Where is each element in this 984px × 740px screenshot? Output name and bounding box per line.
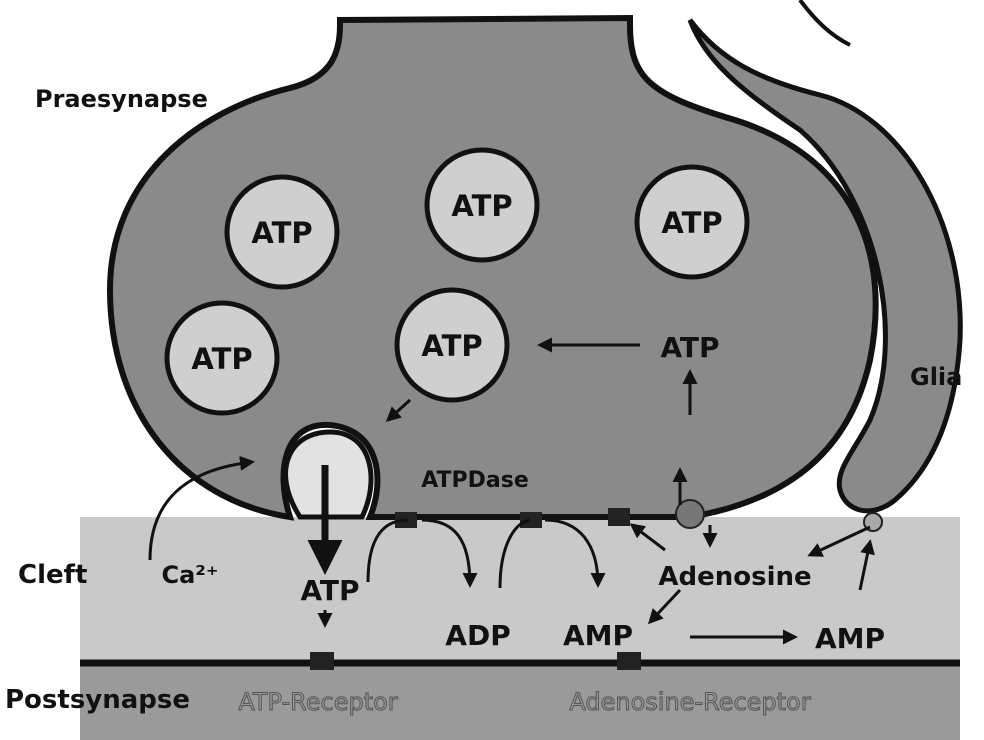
glia-label: Glia: [910, 363, 962, 391]
enzyme-label: ATPDase: [421, 468, 529, 493]
presynapse-label: Praesynapse: [35, 85, 208, 113]
transporter-marker: [608, 508, 630, 526]
atp-recycled-label: ATP: [660, 331, 719, 364]
calcium-label: Ca²⁺: [162, 561, 219, 589]
vesicle-label: ATP: [661, 206, 722, 240]
vesicle-label: ATP: [421, 329, 482, 363]
enzyme-marker: [520, 512, 542, 528]
postsynapse-label: Postsynapse: [5, 685, 190, 715]
cleft-label: Cleft: [18, 560, 87, 590]
adenosine-receptor-label: Adenosine-Receptor: [569, 688, 810, 716]
adenosine-label: Adenosine: [658, 562, 811, 592]
atp-receptor-marker: [310, 652, 334, 670]
vesicle: ATP: [637, 167, 747, 277]
amp-left-label: AMP: [563, 619, 633, 652]
adenosine-receptor-marker: [617, 652, 641, 670]
vesicle-label: ATP: [251, 216, 312, 250]
vesicle: ATP: [397, 290, 507, 400]
adp-label: ADP: [445, 619, 510, 652]
postsynapse-region: [80, 665, 960, 740]
vesicle-label: ATP: [451, 189, 512, 223]
amp-right-label: AMP: [815, 622, 885, 655]
atp-released-label: ATP: [300, 574, 359, 607]
vesicle: ATP: [427, 150, 537, 260]
vesicle-label: ATP: [191, 342, 252, 376]
vesicle: ATP: [167, 303, 277, 413]
glia-top-edge: [800, 0, 850, 45]
atp-receptor-label: ATP-Receptor: [238, 688, 397, 716]
vesicle: ATP: [227, 177, 337, 287]
